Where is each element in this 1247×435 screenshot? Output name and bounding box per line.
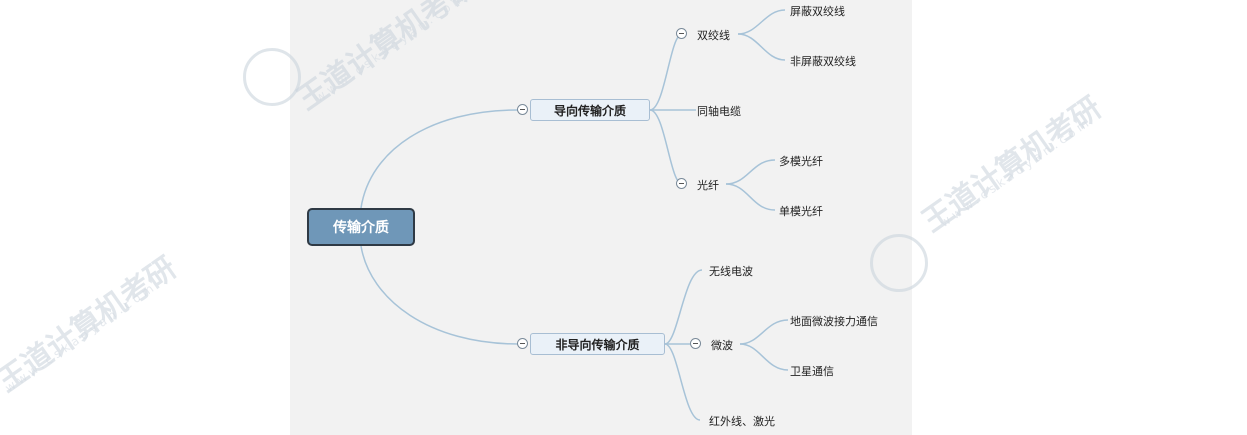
edge-fiber-single: [725, 183, 776, 211]
edge-guided-fiber: [649, 109, 683, 185]
watermark-seal-icon: [870, 234, 928, 292]
node-microwave[interactable]: 微波: [711, 339, 733, 352]
edge-unguided-radio: [664, 269, 703, 345]
node-unguided-media[interactable]: 非导向传输介质: [530, 333, 665, 355]
node-coaxial-cable[interactable]: 同轴电缆: [697, 105, 741, 118]
collapse-unguided-icon[interactable]: [517, 338, 528, 349]
edge-twisted-unshielded: [737, 33, 786, 61]
node-satellite-communication[interactable]: 卫星通信: [790, 365, 834, 378]
collapse-microwave-icon[interactable]: [690, 338, 701, 349]
edge-root-guided: [360, 109, 519, 209]
node-terrestrial-microwave-relay[interactable]: 地面微波接力通信: [790, 315, 878, 328]
edge-guided-twisted: [649, 33, 683, 111]
node-unshielded-twisted-pair[interactable]: 非屏蔽双绞线: [790, 55, 856, 68]
node-twisted-pair[interactable]: 双绞线: [697, 29, 730, 42]
edge-twisted-shielded: [737, 9, 786, 35]
node-radio-waves[interactable]: 无线电波: [709, 265, 753, 278]
node-singlemode-fiber[interactable]: 单模光纤: [779, 205, 823, 218]
collapse-twisted-pair-icon[interactable]: [676, 28, 687, 39]
edge-root-unguided: [360, 245, 519, 345]
node-shielded-twisted-pair[interactable]: 屏蔽双绞线: [790, 5, 845, 18]
edge-fiber-multi: [725, 159, 776, 185]
root-node[interactable]: 传输介质: [307, 208, 415, 246]
collapse-fiber-icon[interactable]: [676, 178, 687, 189]
node-guided-media[interactable]: 导向传输介质: [530, 99, 650, 121]
node-optical-fiber[interactable]: 光纤: [697, 179, 719, 192]
edge-microwave-satellite: [739, 343, 789, 371]
node-infrared-laser[interactable]: 红外线、激光: [709, 415, 775, 428]
collapse-guided-icon[interactable]: [517, 104, 528, 115]
edge-unguided-infrared: [664, 343, 701, 421]
watermark-seal-icon: [243, 48, 301, 106]
node-multimode-fiber[interactable]: 多模光纤: [779, 155, 823, 168]
edge-microwave-terrestrial: [739, 319, 789, 345]
